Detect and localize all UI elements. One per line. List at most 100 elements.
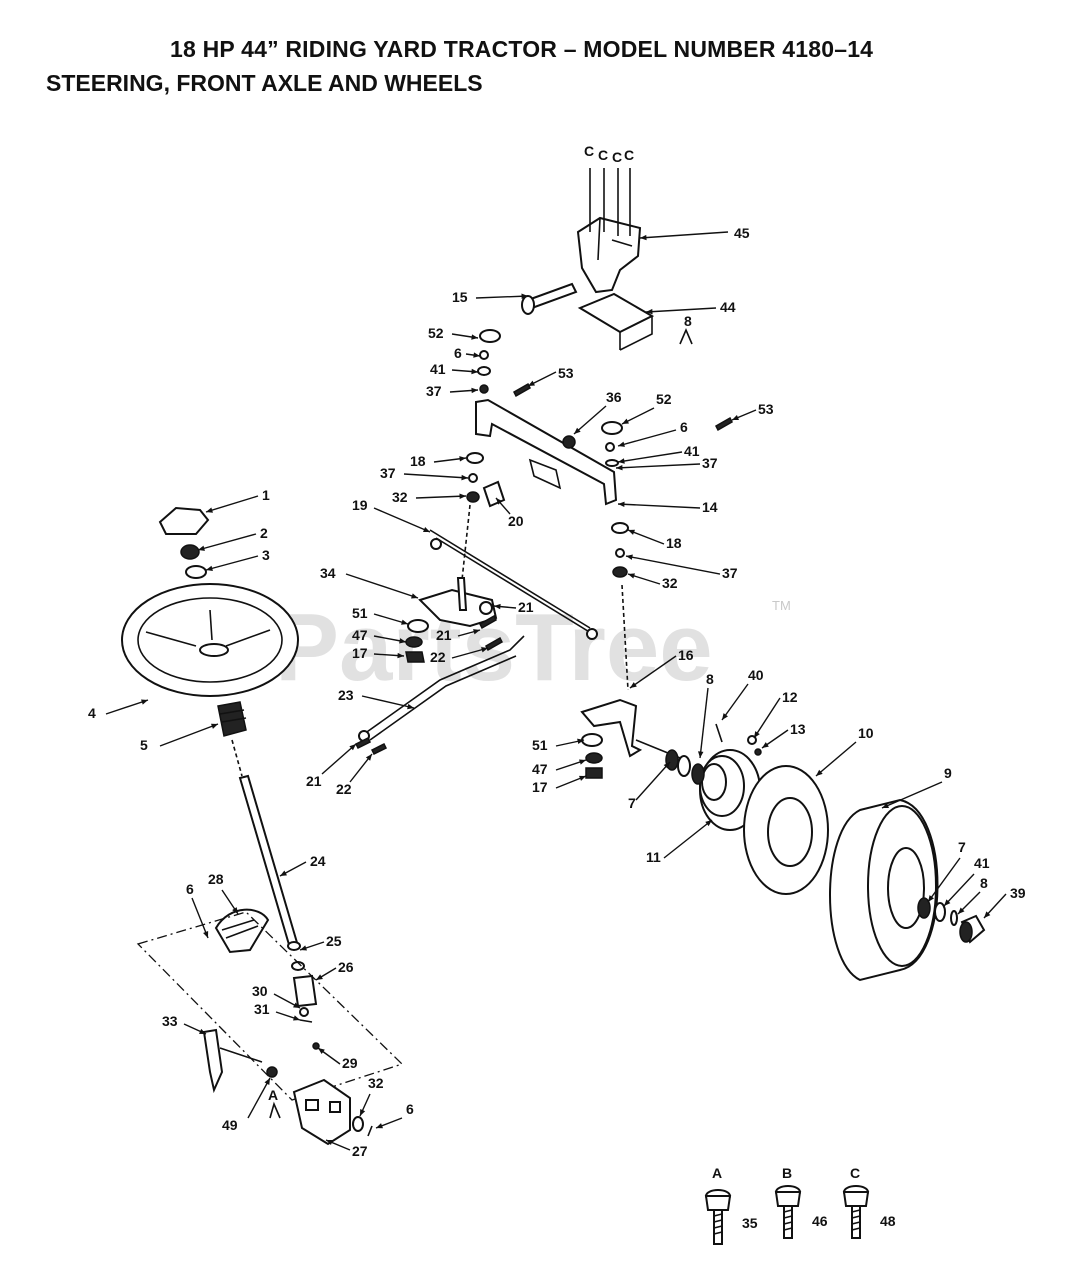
bracket-45[interactable]: [576, 168, 642, 294]
callout-p33[interactable]: 33: [162, 1013, 178, 1029]
callout-p51-a[interactable]: 51: [352, 605, 368, 621]
legend-bolt-b[interactable]: [774, 1185, 802, 1239]
rim-10[interactable]: [743, 765, 829, 895]
callout-p2[interactable]: 2: [260, 525, 268, 541]
callout-p6-b[interactable]: 6: [680, 419, 688, 435]
callout-p26[interactable]: 26: [338, 959, 354, 975]
callout-p47-b[interactable]: 47: [532, 761, 548, 777]
callout-p1[interactable]: 1: [262, 487, 270, 503]
callout-p37-d[interactable]: 37: [722, 565, 738, 581]
callout-p7-a[interactable]: 7: [628, 795, 636, 811]
callout-p41-a[interactable]: 41: [430, 361, 446, 377]
pin-40[interactable]: [715, 723, 723, 743]
small-hardware-30-31-29[interactable]: [299, 1007, 320, 1050]
bolt-15[interactable]: [521, 282, 578, 315]
callout-p30[interactable]: 30: [252, 983, 268, 999]
callout-p53-a[interactable]: 53: [558, 365, 574, 381]
callout-c-top-3[interactable]: C: [612, 149, 622, 165]
callout-p31[interactable]: 31: [254, 1001, 270, 1017]
callout-c-top-1[interactable]: C: [584, 143, 594, 159]
legend-bolt-c[interactable]: [842, 1185, 870, 1239]
callout-p40[interactable]: 40: [748, 667, 764, 683]
callout-p10[interactable]: 10: [858, 725, 874, 741]
callout-c-top-4[interactable]: C: [624, 147, 634, 163]
callout-c-top-2[interactable]: C: [598, 147, 608, 163]
callout-p47-a[interactable]: 47: [352, 627, 368, 643]
callout-p52-b[interactable]: 52: [656, 391, 672, 407]
callout-p9[interactable]: 9: [944, 765, 952, 781]
callout-p4[interactable]: 4: [88, 705, 96, 721]
callout-p25[interactable]: 25: [326, 933, 342, 949]
outer-hub-hardware[interactable]: [917, 897, 958, 926]
callout-p20[interactable]: 20: [508, 513, 524, 529]
callout-p19[interactable]: 19: [352, 497, 368, 513]
callout-p53-b[interactable]: 53: [758, 401, 774, 417]
hub-cap-39[interactable]: [959, 914, 986, 944]
callout-p12[interactable]: 12: [782, 689, 798, 705]
callout-p6-d[interactable]: 6: [406, 1101, 414, 1117]
callout-p22-b[interactable]: 22: [336, 781, 352, 797]
callout-p14[interactable]: 14: [702, 499, 718, 515]
callout-p8-mid[interactable]: 8: [706, 671, 714, 687]
washer-stack-left[interactable]: [461, 329, 501, 581]
callout-p17-b[interactable]: 17: [532, 779, 548, 795]
callout-p24[interactable]: 24: [310, 853, 326, 869]
bolt-22-lower[interactable]: [370, 742, 388, 756]
screw-53-right[interactable]: [715, 416, 733, 432]
spindle-hardware-left[interactable]: [405, 619, 429, 663]
callout-p44[interactable]: 44: [720, 299, 736, 315]
callout-p13[interactable]: 13: [790, 721, 806, 737]
callout-p21-b[interactable]: 21: [436, 627, 452, 643]
callout-p3[interactable]: 3: [262, 547, 270, 563]
tie-rod-19[interactable]: [429, 529, 598, 640]
plate-44[interactable]: [577, 292, 655, 351]
callout-p8-top[interactable]: 8: [684, 313, 692, 329]
callout-p23[interactable]: 23: [338, 687, 354, 703]
callout-p36[interactable]: 36: [606, 389, 622, 405]
callout-p29[interactable]: 29: [342, 1055, 358, 1071]
callout-p32-c[interactable]: 32: [368, 1075, 384, 1091]
bolt-21-lower[interactable]: [354, 736, 372, 750]
sector-gear-28[interactable]: [214, 908, 270, 954]
callout-p21-c[interactable]: 21: [306, 773, 322, 789]
callout-pA-mid[interactable]: A: [268, 1087, 278, 1103]
callout-p5[interactable]: 5: [140, 737, 148, 753]
legend-bolt-a[interactable]: [704, 1189, 732, 1245]
pinion-gear-26[interactable]: [291, 961, 318, 1008]
callout-p8-right[interactable]: 8: [980, 875, 988, 891]
callout-p37-a[interactable]: 37: [426, 383, 442, 399]
steering-shaft-24[interactable]: [231, 739, 301, 951]
callout-p39[interactable]: 39: [1010, 885, 1026, 901]
nut-2-washer-3[interactable]: [180, 544, 207, 579]
callout-p6-a[interactable]: 6: [454, 345, 462, 361]
callout-p34[interactable]: 34: [320, 565, 336, 581]
steering-cap-1[interactable]: [158, 506, 210, 535]
callout-p41-b[interactable]: 41: [684, 443, 700, 459]
callout-p52-a[interactable]: 52: [428, 325, 444, 341]
legend-part-46[interactable]: 46: [812, 1213, 828, 1229]
screw-13[interactable]: [754, 748, 762, 756]
callout-p51-b[interactable]: 51: [532, 737, 548, 753]
steering-adapter-5[interactable]: [217, 701, 247, 737]
callout-p32-a[interactable]: 32: [392, 489, 408, 505]
steering-wheel-4[interactable]: [121, 583, 299, 697]
callout-p11[interactable]: 11: [646, 849, 661, 865]
callout-p37-b[interactable]: 37: [702, 455, 718, 471]
callout-p41-c[interactable]: 41: [974, 855, 990, 871]
callout-p37-c[interactable]: 37: [380, 465, 396, 481]
callout-p28[interactable]: 28: [208, 871, 224, 887]
callout-p49[interactable]: 49: [222, 1117, 238, 1133]
callout-p18-b[interactable]: 18: [666, 535, 682, 551]
bracket-27[interactable]: [292, 1078, 351, 1146]
callout-p32-b[interactable]: 32: [662, 575, 678, 591]
spindle-34[interactable]: [418, 577, 498, 628]
steering-arm-33[interactable]: [202, 1028, 278, 1094]
bearing-7-inner[interactable]: [665, 749, 691, 777]
legend-part-35[interactable]: 35: [742, 1215, 758, 1231]
callout-p21-a[interactable]: 21: [518, 599, 534, 615]
bushing-20[interactable]: [482, 480, 506, 508]
washer-stack-right[interactable]: [562, 421, 629, 691]
callout-p15[interactable]: 15: [452, 289, 468, 305]
callout-p45[interactable]: 45: [734, 225, 750, 241]
callout-p6-c[interactable]: 6: [186, 881, 194, 897]
